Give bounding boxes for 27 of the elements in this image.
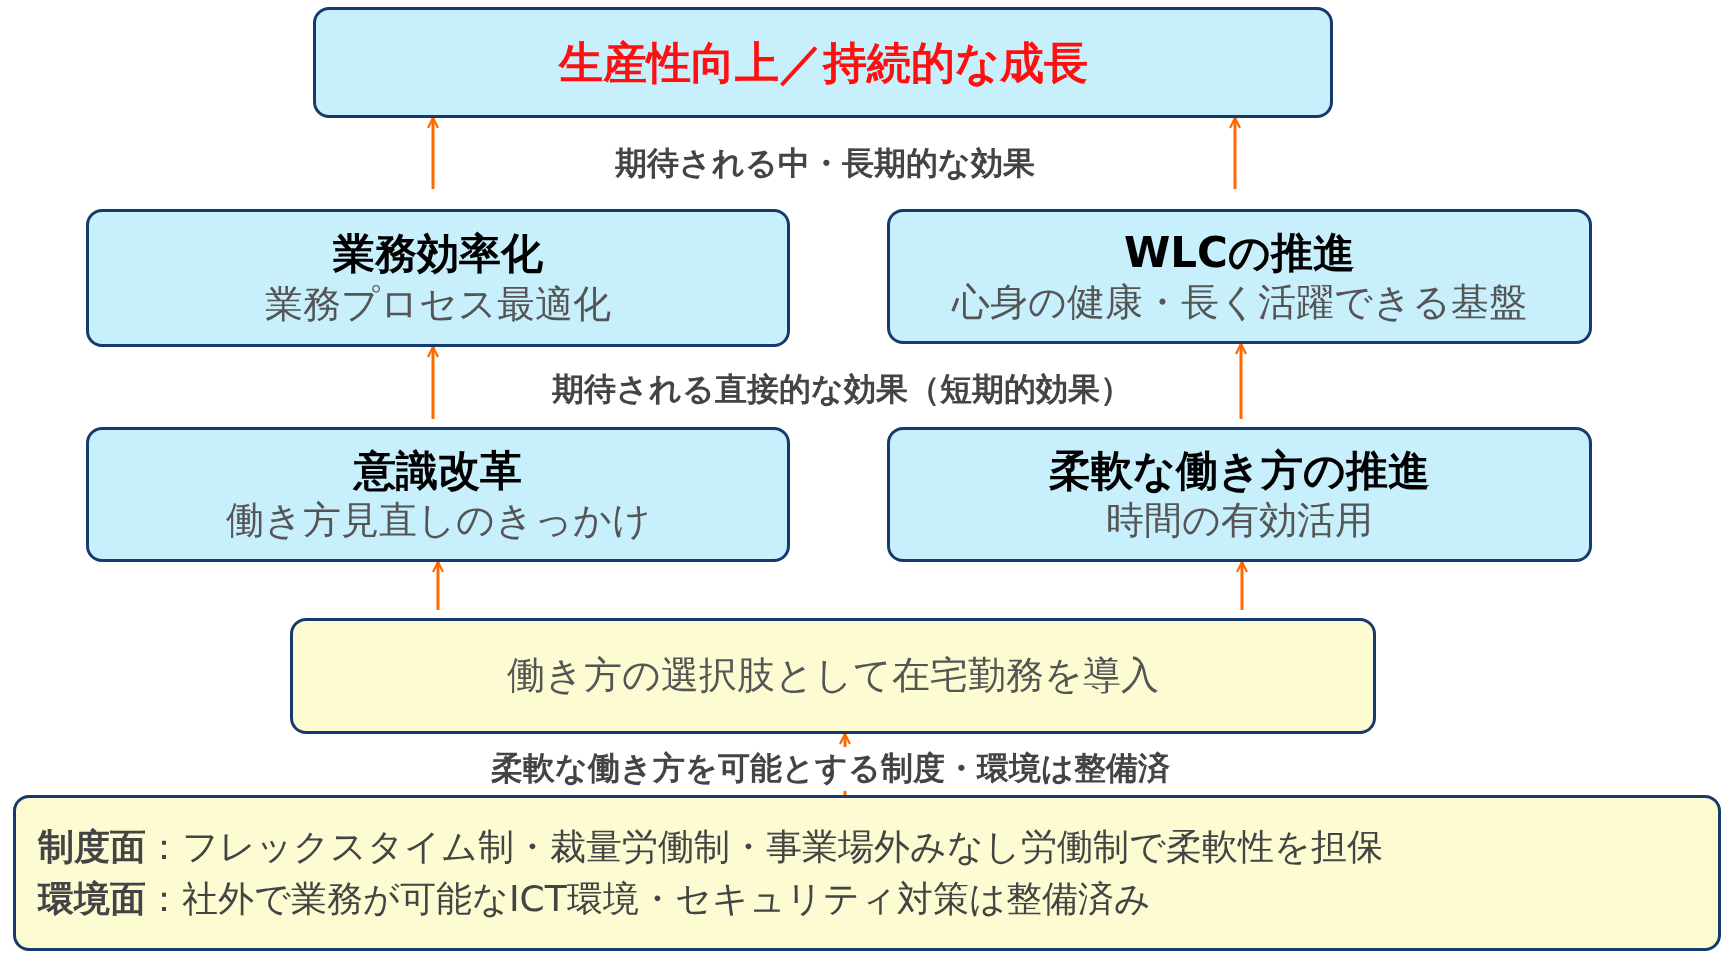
measure-box <box>290 618 1376 734</box>
foundation-panel <box>13 795 1721 951</box>
arrow <box>1234 342 1248 419</box>
box-subtitle: 心身の健康・長く活躍できる基盤 <box>952 279 1527 326</box>
effect-box <box>887 427 1592 562</box>
box-subtitle: 時間の有効活用 <box>1106 497 1373 544</box>
effect-caption: 期待される中・長期的な効果 <box>615 143 1035 184</box>
list-item: 環境面：社外で業務が可能なICT環境・セキュリティ対策は整備済み <box>38 877 1151 921</box>
box-subtitle: 働き方見直しのきっかけ <box>225 497 651 544</box>
effect-box <box>86 209 790 347</box>
effect-caption: 期待される直接的な効果（短期的効果） <box>552 369 1132 410</box>
arrow <box>426 116 440 189</box>
goal-box <box>313 7 1333 118</box>
arrow <box>1235 560 1249 610</box>
box-subtitle: 業務プロセス最適化 <box>265 280 611 328</box>
box-text: 働き方の選択肢として在宅勤務を導入 <box>507 652 1159 700</box>
box-heading: 柔軟な働き方の推進 <box>1049 444 1430 497</box>
arrow <box>431 560 445 610</box>
box-heading: 業務効率化 <box>333 228 543 280</box>
effect-box <box>887 209 1592 344</box>
box-heading: WLCの推進 <box>1124 226 1355 279</box>
list-item: 制度面：フレックスタイム制・裁量労働制・事業場外みなし労働制で柔軟性を担保 <box>38 824 1383 869</box>
goal-title: 生産性向上／持続的な成長 <box>558 36 1088 90</box>
arrow <box>426 345 440 419</box>
arrow <box>1228 116 1242 189</box>
effect-box <box>86 427 790 562</box>
box-heading: 意識改革 <box>354 444 522 497</box>
